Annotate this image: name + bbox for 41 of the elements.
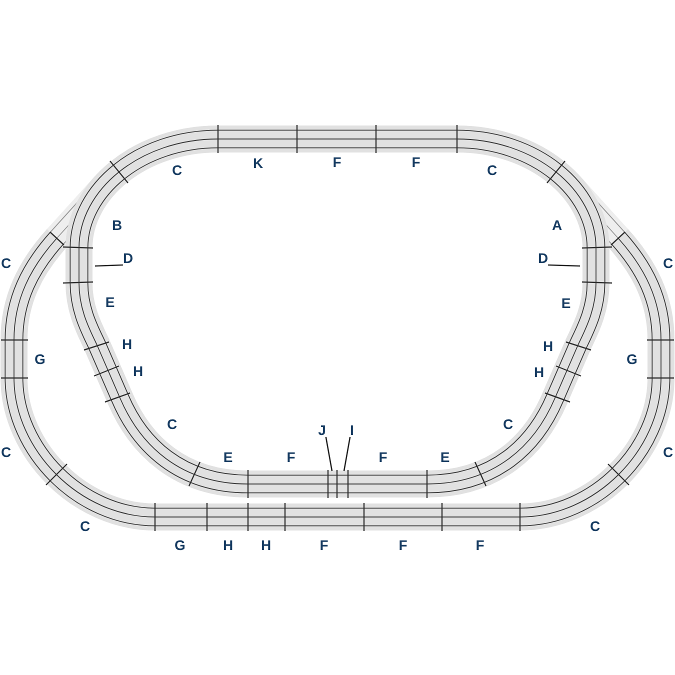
- piece-letter: F: [378, 450, 388, 464]
- piece-letter: H: [122, 337, 132, 351]
- piece-letter: C: [662, 445, 674, 459]
- piece-letter: C: [80, 519, 90, 533]
- piece-letter: C: [590, 519, 600, 533]
- piece-letter: G: [174, 538, 186, 552]
- piece-letter: H: [260, 538, 272, 552]
- piece-letter: F: [332, 155, 342, 169]
- piece-letter: H: [132, 364, 144, 378]
- piece-letter: K: [252, 156, 264, 170]
- piece-letter: I: [350, 423, 354, 437]
- leader-line: [325, 436, 333, 472]
- piece-letter: E: [561, 296, 571, 310]
- piece-letter: C: [166, 417, 178, 431]
- piece-letter: E: [223, 450, 233, 464]
- piece-letter: C: [502, 417, 514, 431]
- leader-line: [343, 436, 351, 472]
- piece-letter: G: [34, 352, 46, 366]
- piece-letter: J: [318, 423, 326, 437]
- piece-letter: H: [542, 339, 554, 353]
- piece-letter: F: [476, 538, 484, 552]
- piece-letter: E: [440, 450, 450, 464]
- piece-letter: D: [122, 251, 134, 265]
- piece-letter: F: [286, 450, 296, 464]
- leader-line: [548, 264, 580, 267]
- piece-letter: G: [626, 352, 638, 366]
- piece-letter: C: [0, 256, 12, 270]
- piece-letter: H: [222, 538, 234, 552]
- piece-letter: D: [538, 251, 548, 265]
- piece-letter: C: [486, 163, 498, 177]
- piece-letter: C: [172, 163, 182, 177]
- piece-letter: H: [534, 365, 544, 379]
- piece-letter: E: [105, 295, 115, 309]
- piece-letter: C: [0, 445, 12, 459]
- piece-letter: A: [552, 218, 562, 232]
- piece-letter: C: [662, 256, 674, 270]
- piece-letter: F: [320, 538, 328, 552]
- piece-letter: F: [398, 538, 408, 552]
- piece-letter: B: [112, 218, 122, 232]
- leader-line: [94, 264, 123, 267]
- piece-letter: F: [412, 155, 420, 169]
